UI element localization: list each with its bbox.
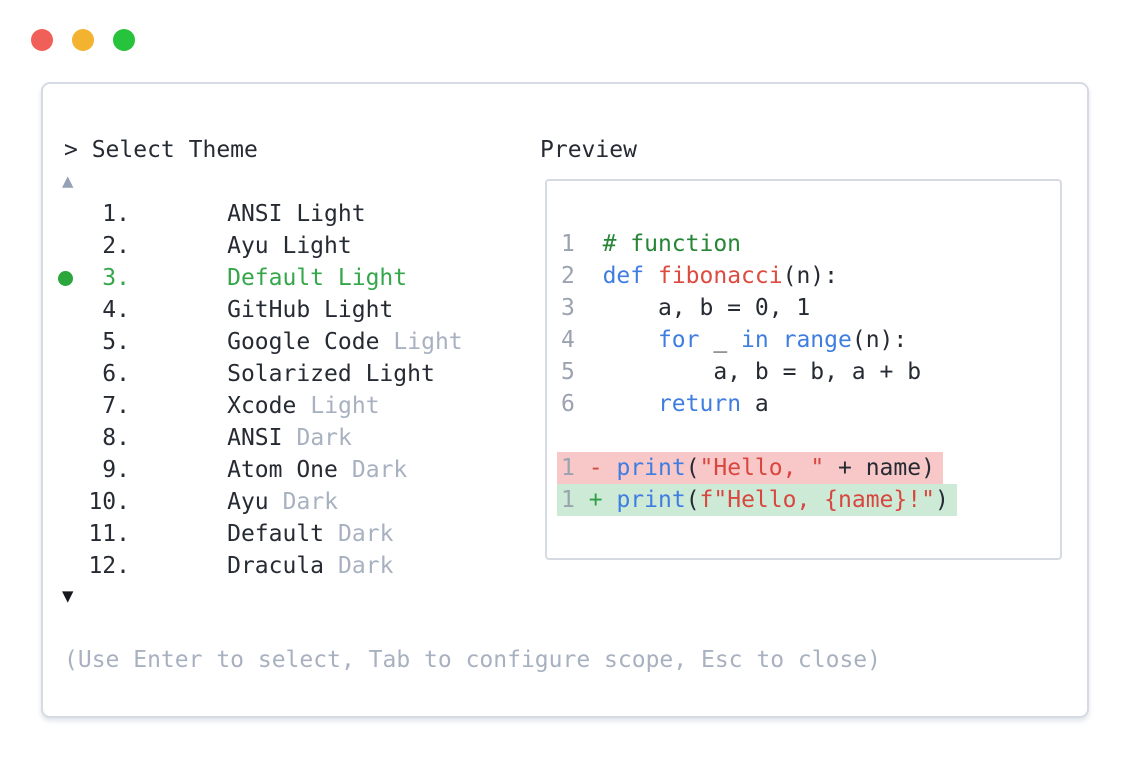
theme-item-number: 8. [102, 425, 130, 451]
theme-item-number: 12. [88, 553, 130, 579]
preview-box: 1 # function 2 def fibonacci(n): 3 a, b = … [545, 179, 1062, 560]
theme-item-number: 9. [102, 457, 130, 483]
theme-item-variant: Light [393, 329, 463, 355]
theme-item-number: 5. [102, 329, 130, 355]
theme-list-item[interactable]: 3. Default Light [43, 262, 523, 294]
theme-list-item[interactable]: 5. Google Code Light [43, 326, 523, 358]
theme-item-name: Ayu Light [227, 233, 352, 259]
theme-item-variant: Dark [296, 425, 352, 451]
theme-item-label: Google Code Light [144, 303, 463, 381]
selected-indicator-dot [58, 270, 73, 286]
preview-code: 1 # function 2 def fibonacci(n): 3 a, b = … [557, 228, 1060, 516]
theme-item-variant: Dark [338, 521, 394, 547]
code-line-diff-removed: 1 - print("Hello, " + name) [557, 452, 1060, 484]
theme-list-item[interactable]: 2. Ayu Light [43, 230, 523, 262]
theme-item-label: Solarized Light [144, 335, 435, 413]
theme-item-number: 2. [102, 233, 130, 259]
theme-item-number: 11. [88, 521, 130, 547]
theme-selector-panel: > Select Theme Preview ▲ 1. ANSI Light 2… [41, 82, 1089, 718]
theme-item-variant: Dark [282, 489, 339, 515]
scroll-down-indicator[interactable]: ▼ [62, 585, 74, 607]
theme-list-item[interactable]: 8. ANSI Dark [43, 422, 523, 454]
minimize-window-button[interactable] [72, 29, 94, 51]
theme-item-name: Google Code [227, 329, 380, 355]
preview-title: Preview [540, 137, 637, 163]
theme-list-item[interactable]: 6. Solarized Light [43, 358, 523, 390]
theme-item-variant: Dark [338, 553, 394, 579]
theme-item-label: Default Dark [144, 495, 393, 573]
help-text: (Use Enter to select, Tab to configure s… [64, 647, 881, 673]
theme-item-label: Ayu Dark [144, 463, 338, 541]
code-line [561, 420, 1060, 452]
theme-item-name: Xcode [227, 393, 297, 419]
theme-item-name: ANSI [227, 425, 283, 451]
theme-item-label: Atom One Dark [144, 431, 407, 509]
code-line: 4 for _ in range(n): [561, 327, 908, 353]
theme-item-number: 7. [102, 393, 130, 419]
scroll-up-indicator[interactable]: ▲ [62, 170, 74, 192]
select-theme-prompt: > Select Theme [64, 137, 258, 163]
theme-list-item[interactable]: 9. Atom One Dark [43, 454, 523, 486]
theme-item-number: 10. [88, 489, 130, 515]
theme-item-label: ANSI Light [144, 175, 366, 253]
code-line: 3 a, b = 0, 1 [561, 295, 811, 321]
theme-item-name: GitHub Light [227, 297, 394, 323]
theme-item-label: Ayu Light [144, 207, 352, 285]
theme-item-name: Solarized Light [227, 361, 435, 387]
theme-item-name: ANSI Light [227, 201, 366, 227]
code-line: 5 a, b = b, a + b [561, 359, 922, 385]
theme-item-variant: Light [310, 393, 380, 419]
theme-item-name: Default Light [227, 265, 408, 291]
theme-item-label: ANSI Dark [144, 399, 352, 477]
theme-list-item[interactable]: 11. Default Dark [43, 518, 523, 550]
diff-highlight-removed: 1 - print("Hello, " + name) [557, 452, 943, 484]
theme-list-item[interactable]: 12. Dracula Dark [43, 550, 523, 582]
theme-item-label: Default Light [144, 239, 407, 317]
code-line-diff-added: 1 + print(f"Hello, {name}!") [557, 484, 1060, 516]
theme-item-name: Ayu [227, 489, 269, 515]
theme-item-variant: Dark [351, 457, 408, 483]
theme-list-item[interactable]: 4. GitHub Light [43, 294, 523, 326]
theme-item-number: 3. [102, 265, 130, 291]
theme-item-name: Default [227, 521, 325, 547]
theme-item-number: 6. [102, 361, 130, 387]
theme-item-name: Dracula [227, 553, 325, 579]
code-line: 2 def fibonacci(n): [561, 263, 838, 289]
diff-highlight-added: 1 + print(f"Hello, {name}!") [557, 484, 957, 516]
theme-item-label: Xcode Light [144, 367, 380, 445]
theme-item-name: Atom One [227, 457, 338, 483]
code-line: 6 return a [561, 391, 769, 417]
code-line: 1 # function [561, 231, 742, 257]
theme-item-number: 4. [102, 297, 130, 323]
zoom-window-button[interactable] [113, 29, 135, 51]
close-window-button[interactable] [31, 29, 53, 51]
theme-list-item[interactable]: 1. ANSI Light [43, 198, 523, 230]
theme-list-item[interactable]: 10. Ayu Dark [43, 486, 523, 518]
selected-indicator [58, 270, 88, 286]
theme-list-item[interactable]: 7. Xcode Light [43, 390, 523, 422]
theme-list: 1. ANSI Light 2. Ayu Light 3. Default Li… [43, 198, 523, 582]
theme-item-number: 1. [102, 201, 130, 227]
theme-item-label: GitHub Light [144, 271, 393, 349]
window-controls [31, 29, 135, 51]
theme-item-label: Dracula Dark [144, 527, 393, 605]
